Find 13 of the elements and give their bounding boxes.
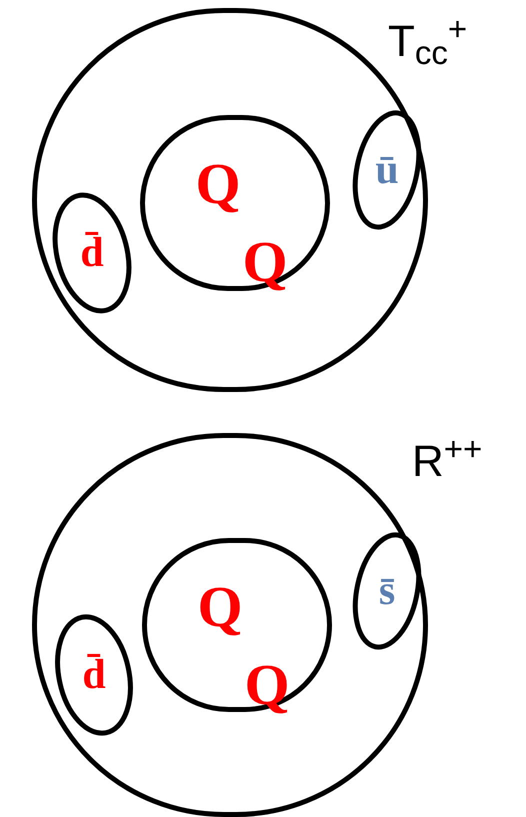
antiquark-ellipse (51, 190, 133, 316)
antiquark-ellipse (351, 108, 423, 232)
antiquark-symbol: ū (375, 149, 399, 191)
quark-symbol: Q (244, 656, 290, 714)
quark-symbol: Q (242, 233, 288, 291)
quark-symbol: Q (197, 578, 243, 636)
antiquark-symbol: s̄ (378, 570, 396, 612)
antiquark-symbol: d̄ (82, 654, 106, 696)
antiquark-ellipse (351, 530, 423, 652)
antiquark-ellipse (53, 612, 135, 738)
particle-label: R$^{++}$ (412, 440, 482, 484)
quark-symbol: Q (195, 155, 241, 213)
antiquark-symbol: d̄ (80, 232, 104, 274)
